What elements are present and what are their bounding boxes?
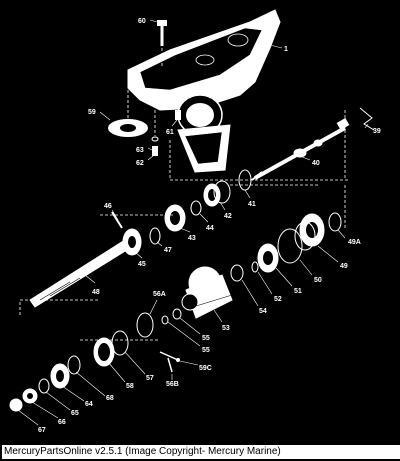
callout-45: 45 [138, 261, 146, 268]
screw-59C-part [159, 351, 180, 362]
bolt-60-part [157, 20, 167, 46]
clip-39-part [359, 107, 375, 131]
callout-64: 64 [85, 401, 93, 408]
callout-55b: 55 [202, 347, 210, 354]
callout-56A: 56A [153, 291, 166, 298]
callout-66: 66 [58, 419, 66, 426]
callout-65: 65 [71, 410, 79, 417]
screw-56B-part [167, 357, 173, 373]
callout-47: 47 [164, 247, 172, 254]
callout-59C: 59C [199, 365, 212, 372]
callout-58: 58 [126, 383, 134, 390]
driveshaft-40-part [251, 118, 350, 181]
exploded-parts-diagram: 60 1 59 61 63 62 39 40 41 42 44 43 46 47… [9, 9, 381, 434]
callout-52: 52 [274, 296, 282, 303]
washer-63-part [151, 136, 159, 156]
callout-61: 61 [166, 129, 174, 136]
washer-68-part [67, 355, 81, 375]
bearing-42-part [203, 180, 231, 207]
pinion-gear-43-part [164, 204, 186, 232]
callout-44: 44 [206, 225, 214, 232]
callout-60: 60 [138, 18, 146, 25]
callout-62: 62 [136, 160, 144, 167]
callout-39: 39 [373, 128, 381, 135]
bearing-51-part [257, 243, 279, 273]
tab-washer-66-part [22, 388, 38, 404]
callout-56B: 56B [166, 381, 179, 388]
callout-55a: 55 [202, 335, 210, 342]
callout-50: 50 [314, 277, 322, 284]
callout-40: 40 [312, 160, 320, 167]
bearing-carrier-53-part [181, 266, 233, 319]
washer-49A-part [328, 212, 342, 232]
screw-61-part [175, 110, 181, 120]
hub-64-part [50, 363, 70, 389]
o-ring-54-part [230, 264, 244, 282]
ring-50-part [277, 228, 303, 264]
callout-54: 54 [259, 308, 267, 315]
trim-tab-59-part [108, 119, 148, 137]
callout-51: 51 [294, 288, 302, 295]
callout-41: 41 [248, 201, 256, 208]
callout-49: 49 [340, 263, 348, 270]
leader-lines [17, 19, 369, 426]
callout-43: 43 [188, 235, 196, 242]
spacer-44-part [190, 200, 202, 216]
nut-67-part [9, 398, 23, 412]
washer-65-part [38, 378, 50, 394]
callout-63: 63 [136, 147, 144, 154]
washer-55-part [161, 308, 182, 325]
ring-47-part [149, 227, 161, 245]
gear-housing-part [127, 9, 281, 173]
callout-1: 1 [284, 46, 288, 53]
shim-52-part [251, 261, 259, 273]
callout-57: 57 [146, 375, 154, 382]
callout-49A: 49A [348, 239, 361, 246]
shift-cam-46-part [111, 211, 123, 229]
callout-59: 59 [88, 109, 96, 116]
callout-42: 42 [224, 213, 232, 220]
propeller-shaft-48-part [29, 239, 131, 308]
thrust-hub-58-part [93, 337, 115, 367]
callout-53: 53 [222, 325, 230, 332]
callout-68: 68 [106, 395, 114, 402]
callout-48: 48 [92, 289, 100, 296]
callout-67: 67 [38, 427, 46, 434]
retainer-56A-part [136, 312, 154, 338]
copyright-caption: MercuryPartsOnline v2.5.1 (Image Copyrig… [2, 445, 400, 459]
forward-gear-49-part [294, 213, 325, 251]
callout-46: 46 [104, 203, 112, 210]
